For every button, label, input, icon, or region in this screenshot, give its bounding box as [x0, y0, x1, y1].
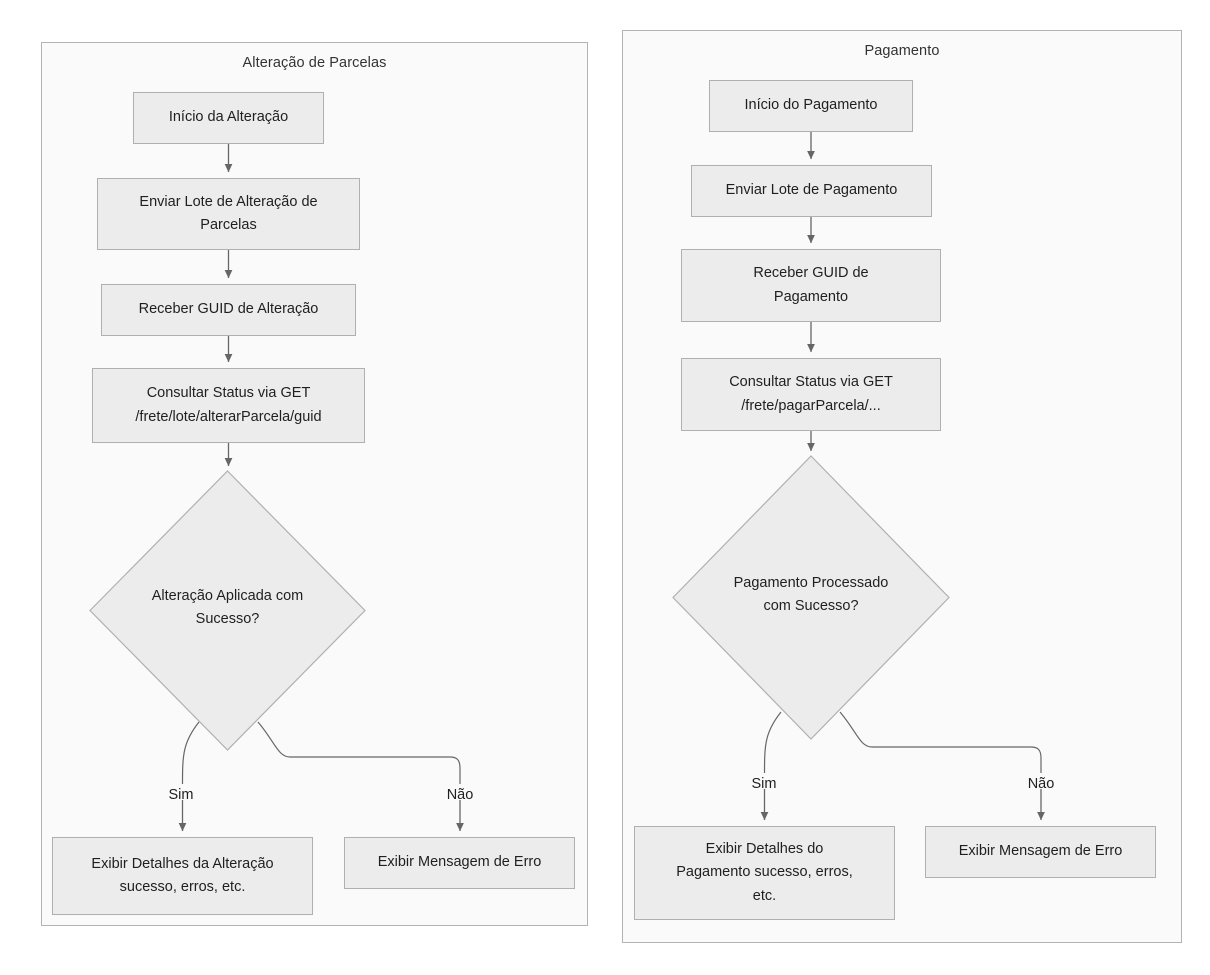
diamond-shape-icon	[672, 455, 950, 740]
node-receber-guid-pagamento[interactable]: Receber GUID de Pagamento	[681, 249, 941, 322]
node-exibir-detalhes-pagamento[interactable]: Exibir Detalhes do Pagamento sucesso, er…	[634, 826, 895, 920]
node-inicio-do-pagamento[interactable]: Início do Pagamento	[709, 80, 913, 132]
node-enviar-lote-pagamento[interactable]: Enviar Lote de Pagamento	[691, 165, 932, 217]
panel-title-alteracao: Alteração de Parcelas	[242, 55, 387, 71]
decision-label-alteracao: Alteração Aplicada com Sucesso?	[151, 588, 304, 628]
decision-label-pagamento: Pagamento Processado com Sucesso?	[733, 575, 889, 615]
node-consultar-status-pagamento[interactable]: Consultar Status via GET /frete/pagarPar…	[681, 358, 941, 431]
panel-title-pagamento: Pagamento	[864, 43, 940, 59]
node-enviar-lote-alteracao[interactable]: Enviar Lote de Alteração de Parcelas	[97, 178, 360, 250]
node-exibir-mensagem-erro-alteracao[interactable]: Exibir Mensagem de Erro	[344, 837, 575, 889]
node-exibir-mensagem-erro-pagamento[interactable]: Exibir Mensagem de Erro	[925, 826, 1156, 878]
node-inicio-da-alteracao[interactable]: Início da Alteração	[133, 92, 324, 144]
node-exibir-detalhes-alteracao[interactable]: Exibir Detalhes da Alteração sucesso, er…	[52, 837, 313, 915]
decision-pagamento-processado[interactable]: Pagamento Processado com Sucesso?	[672, 455, 950, 740]
edge-label-sim-alteracao: Sim	[166, 787, 196, 805]
edge-label-nao-pagamento: Não	[1025, 776, 1057, 794]
edge-label-sim-pagamento: Sim	[749, 776, 779, 794]
node-consultar-status-alteracao[interactable]: Consultar Status via GET /frete/lote/alt…	[92, 368, 365, 443]
node-receber-guid-alteracao[interactable]: Receber GUID de Alteração	[101, 284, 356, 336]
diamond-shape-icon	[89, 470, 366, 751]
decision-alteracao-aplicada[interactable]: Alteração Aplicada com Sucesso?	[89, 470, 366, 751]
edge-label-nao-alteracao: Não	[444, 787, 476, 805]
